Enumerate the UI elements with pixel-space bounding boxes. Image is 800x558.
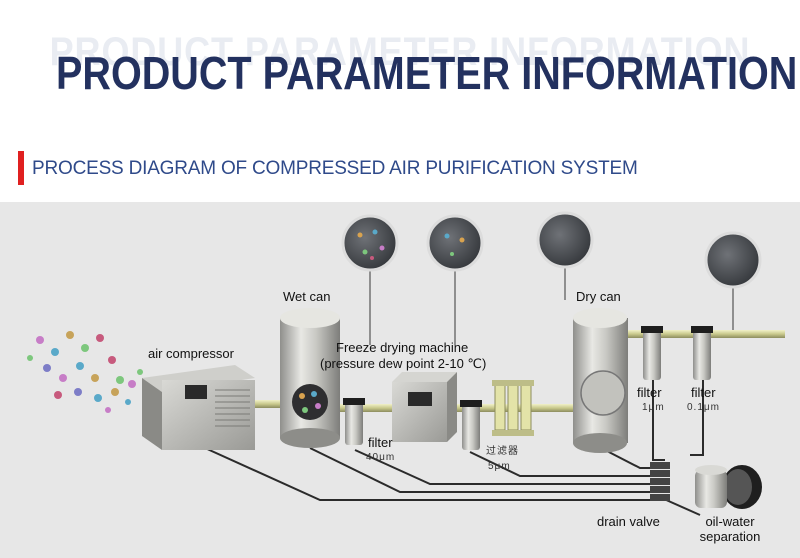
magnifier-clean-air xyxy=(704,231,762,289)
dry-can-tank xyxy=(573,308,628,453)
label-filter-40: filter xyxy=(368,435,393,450)
filter-5um xyxy=(460,400,482,450)
label-filter-01-spec: 0.1μm xyxy=(687,402,720,413)
label-filter-01: filter xyxy=(691,385,716,400)
label-oil-water-2: separation xyxy=(699,529,761,544)
label-drain-valve: drain valve xyxy=(597,514,660,529)
label-air-compressor: air compressor xyxy=(148,346,234,361)
label-filter-1: filter xyxy=(637,385,662,400)
label-filter-1-spec: 1μm xyxy=(642,402,665,413)
magnifier-dryer xyxy=(426,214,484,272)
filter-40um xyxy=(343,398,365,445)
air-compressor-unit xyxy=(142,365,255,450)
section-accent-bar xyxy=(18,151,24,185)
adsorption-dryer xyxy=(492,380,534,436)
pollutant-particles xyxy=(27,331,143,413)
oil-water-separator xyxy=(695,465,762,509)
label-oil-water-1: oil-water xyxy=(705,514,755,529)
label-filter-5-spec: 5μm xyxy=(488,461,511,472)
label-filter-40-spec: 40μm xyxy=(366,452,396,463)
magnifier-wet-air xyxy=(341,214,399,272)
label-freeze-drying-2: (pressure dew point 2-10 ℃) xyxy=(320,356,487,371)
section-title: PROCESS DIAGRAM OF COMPRESSED AIR PURIFI… xyxy=(32,158,638,179)
magnifier-dry-can xyxy=(536,211,594,269)
drain-valve-bank xyxy=(650,462,670,501)
filter-1um xyxy=(641,326,663,380)
page-title: PRODUCT PARAMETER INFORMATION xyxy=(56,47,798,99)
wet-can-tank xyxy=(280,308,340,448)
filter-01um xyxy=(691,326,713,380)
label-filter-5-cn: 过滤器 xyxy=(486,446,519,457)
label-wet-can: Wet can xyxy=(283,289,331,304)
label-dry-can: Dry can xyxy=(576,289,621,304)
freeze-dryer-unit xyxy=(392,372,457,442)
ghost-title: PRODUCT PARAMETER INFORMATION xyxy=(49,30,751,74)
label-freeze-drying-1: Freeze drying machine xyxy=(336,340,469,355)
magnifier-leaders xyxy=(369,265,734,345)
